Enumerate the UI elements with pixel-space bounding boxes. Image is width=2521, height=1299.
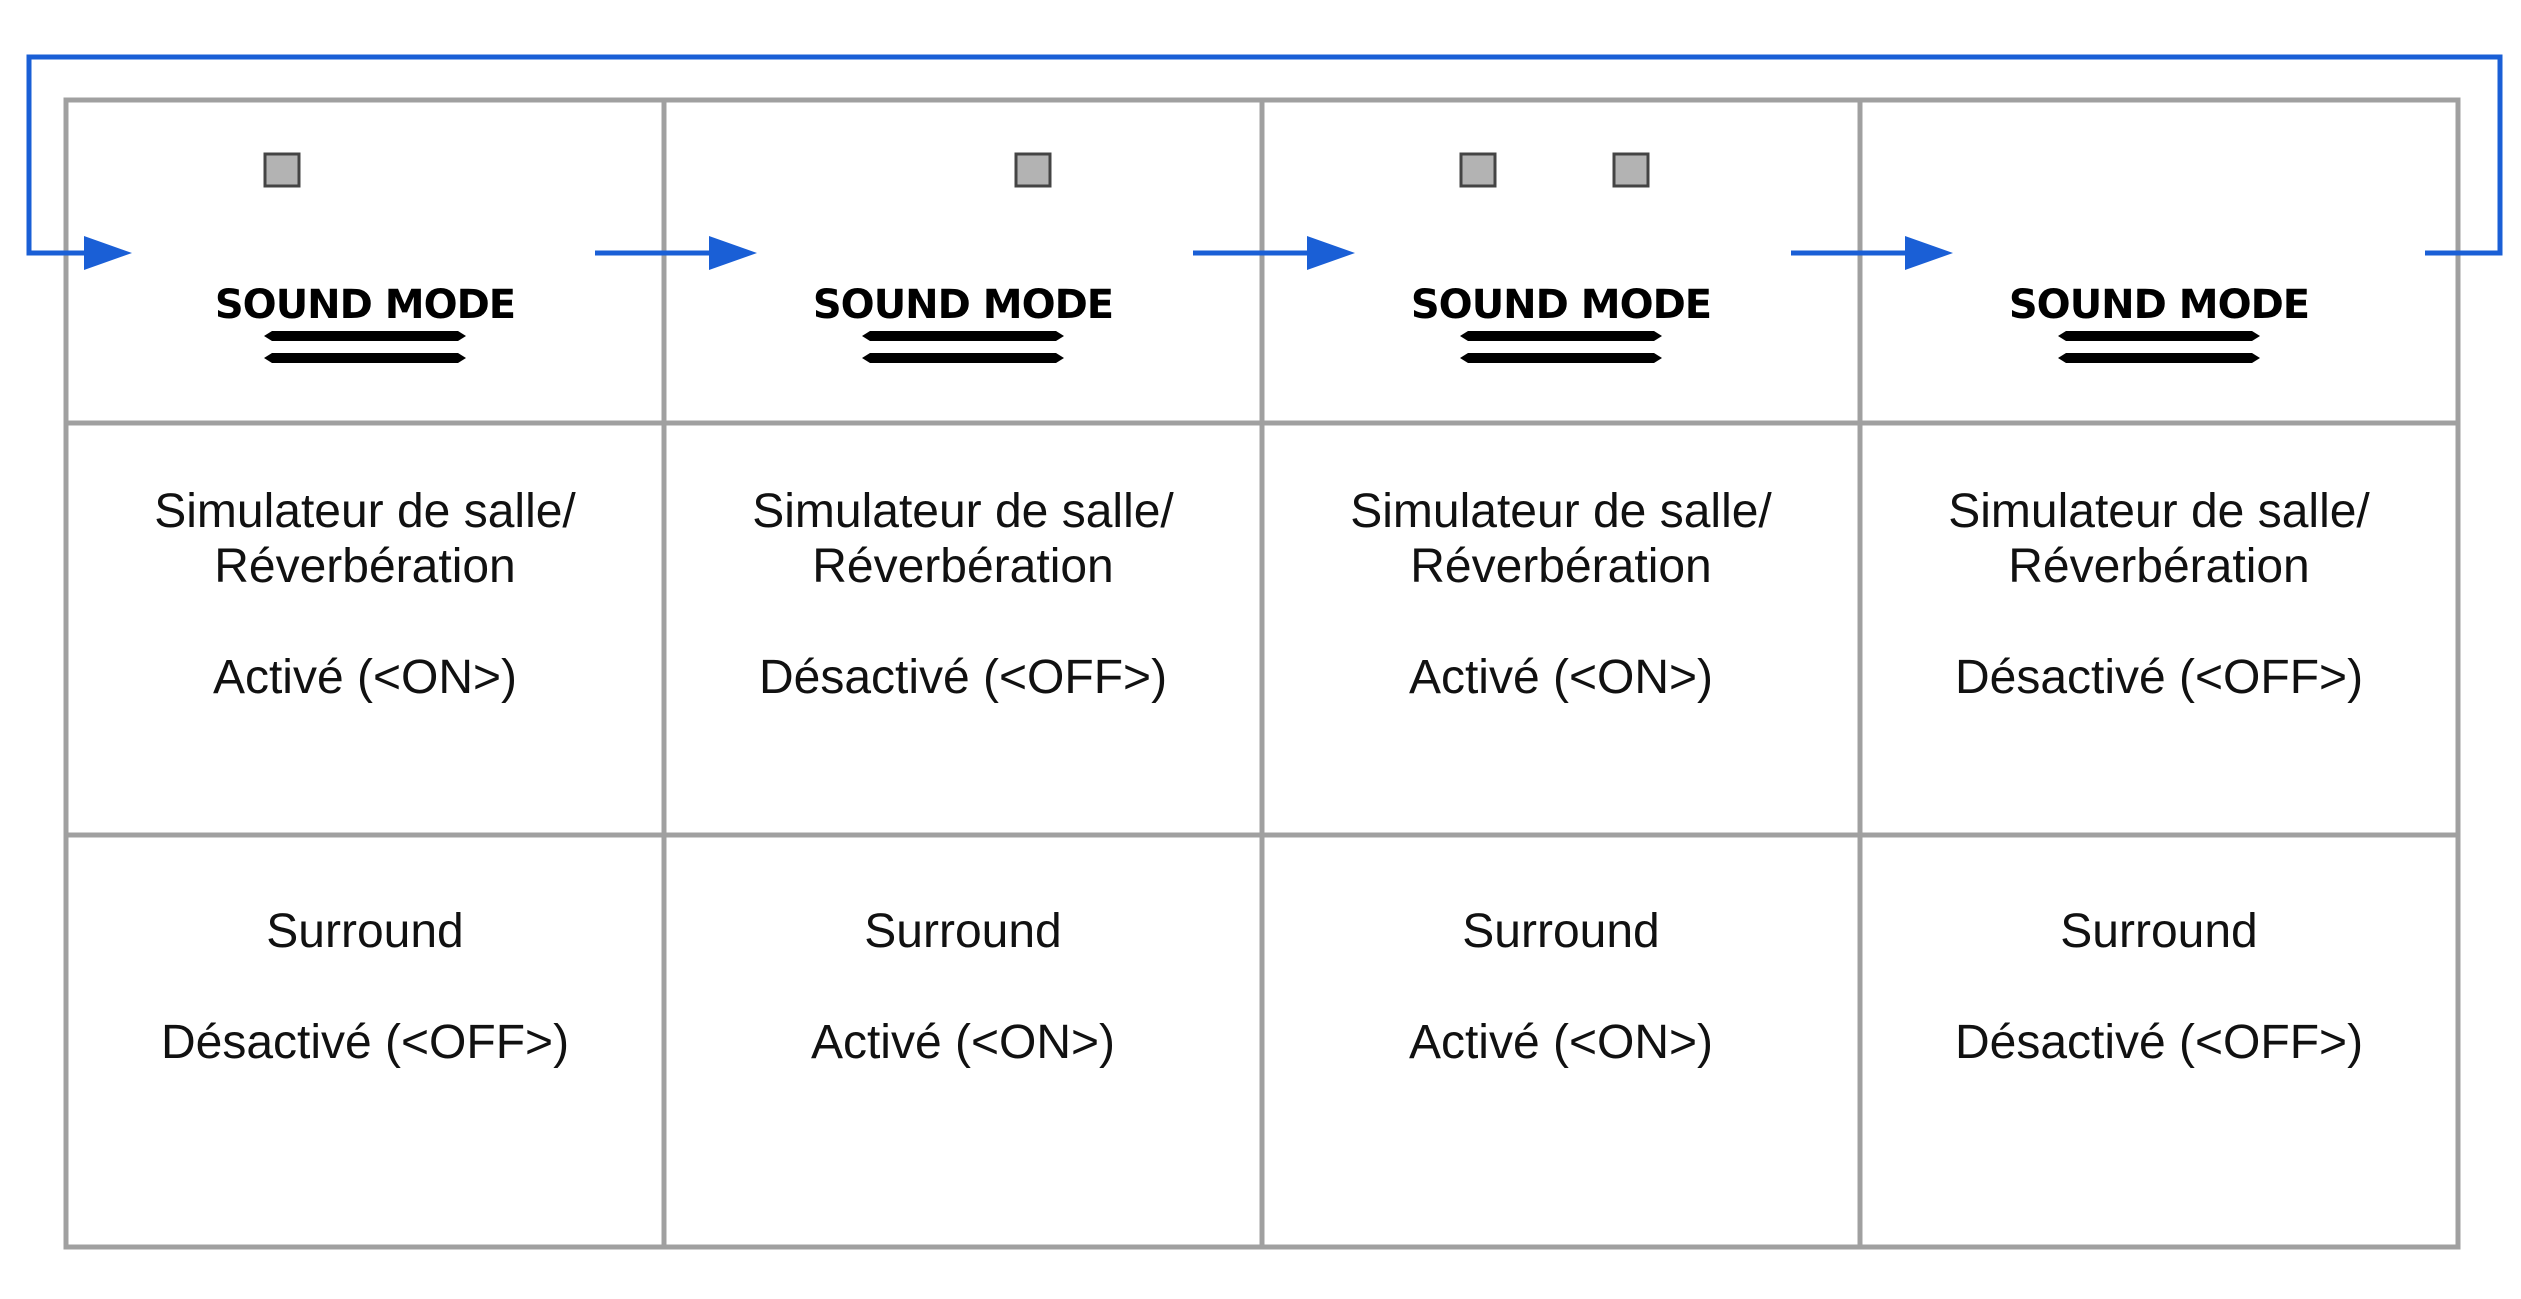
- surround-state: Désactivé (<OFF>): [161, 1016, 569, 1069]
- surround-state: Désactivé (<OFF>): [1955, 1016, 2363, 1069]
- arrow-head-into-panel-1: [84, 236, 132, 270]
- indicator-lamp-right: [1014, 152, 1052, 188]
- return-loop-line: [26, 54, 2503, 256]
- sound-mode-label: SOUND MODE: [813, 282, 1113, 328]
- hall-simulator-label-line1: Simulateur de salle/: [1350, 485, 1772, 538]
- arrow-head-into-panel-4: [1905, 236, 1953, 270]
- sound-mode-underline-1: [862, 331, 1064, 341]
- arrow-head-into-panel-3: [1307, 236, 1355, 270]
- table-grid: [63, 97, 2461, 1250]
- sound-mode-underline-2: [264, 353, 466, 363]
- panel-3: SOUND MODE Simulateur de salle/Réverbérat…: [1350, 152, 1772, 1069]
- surround-label: Surround: [2060, 905, 2257, 958]
- arrow-head-into-panel-2: [709, 236, 757, 270]
- hall-simulator-label-line2: Réverbération: [214, 540, 516, 593]
- surround-state: Activé (<ON>): [811, 1016, 1115, 1069]
- sound-mode-label: SOUND MODE: [1411, 282, 1711, 328]
- sound-mode-underline-1: [1460, 331, 1662, 341]
- sound-mode-underline-2: [2058, 353, 2260, 363]
- hall-simulator-state: Activé (<ON>): [213, 651, 517, 704]
- cycle-arrows: [26, 54, 2503, 256]
- sound-mode-label: SOUND MODE: [215, 282, 515, 328]
- indicator-lamp-right: [1612, 152, 1650, 188]
- panel-2: SOUND MODE Simulateur de salle/Réverbérat…: [752, 152, 1174, 1069]
- sound-mode-underline-2: [862, 353, 1064, 363]
- sound-mode-underline-1: [264, 331, 466, 341]
- surround-state: Activé (<ON>): [1409, 1016, 1713, 1069]
- surround-label: Surround: [1462, 905, 1659, 958]
- hall-simulator-state: Désactivé (<OFF>): [759, 651, 1167, 704]
- hall-simulator-label-line2: Réverbération: [1410, 540, 1712, 593]
- indicator-lamp-left: [263, 152, 301, 188]
- hall-simulator-label-line2: Réverbération: [2008, 540, 2310, 593]
- panels: SOUND MODE Simulateur de salle/Réverbérat…: [154, 152, 2370, 1069]
- hall-simulator-label-line1: Simulateur de salle/: [752, 485, 1174, 538]
- hall-simulator-label-line1: Simulateur de salle/: [154, 485, 576, 538]
- hall-simulator-label-line1: Simulateur de salle/: [1948, 485, 2370, 538]
- surround-label: Surround: [864, 905, 1061, 958]
- sound-mode-label: SOUND MODE: [2009, 282, 2309, 328]
- surround-label: Surround: [266, 905, 463, 958]
- panel-4: SOUND MODE Simulateur de salle/Réverbérat…: [1948, 282, 2370, 1069]
- panel-1: SOUND MODE Simulateur de salle/Réverbérat…: [154, 152, 576, 1069]
- sound-mode-underline-2: [1460, 353, 1662, 363]
- hall-simulator-state: Activé (<ON>): [1409, 651, 1713, 704]
- hall-simulator-state: Désactivé (<OFF>): [1955, 651, 2363, 704]
- indicator-lamp-left: [1459, 152, 1497, 188]
- sound-mode-underline-1: [2058, 331, 2260, 341]
- hall-simulator-label-line2: Réverbération: [812, 540, 1114, 593]
- arrow-heads: [84, 236, 1953, 270]
